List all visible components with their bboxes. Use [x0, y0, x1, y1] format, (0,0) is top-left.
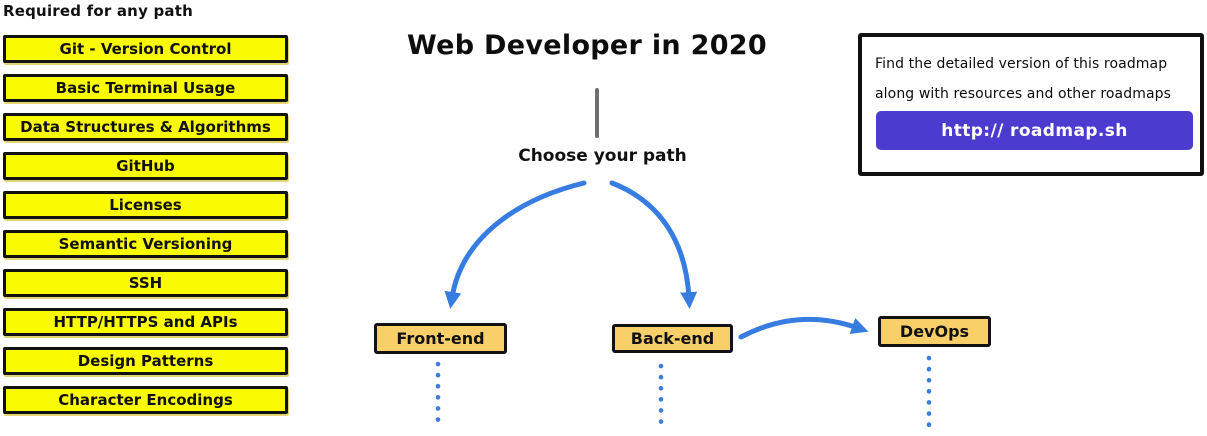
required-topics-list: Git - Version Control Basic Terminal Usa…: [3, 35, 288, 414]
node-devops[interactable]: DevOps: [878, 316, 991, 347]
sidebar-heading: Required for any path: [3, 2, 193, 20]
info-text-line2: along with resources and other roadmaps: [875, 86, 1172, 102]
topic-box-basic-terminal-usage[interactable]: Basic Terminal Usage: [3, 74, 288, 102]
topic-box-http-https-apis[interactable]: HTTP/HTTPS and APIs: [3, 308, 288, 336]
choose-path-label: Choose your path: [518, 146, 687, 166]
roadmap-sh-link-button[interactable]: http:// roadmap.sh: [876, 111, 1193, 150]
title-stem-line: [595, 88, 599, 138]
topic-box-ssh[interactable]: SSH: [3, 269, 288, 297]
info-text: Find the detailed version of this roadma…: [875, 49, 1201, 109]
roadmap-info-box: Find the detailed version of this roadma…: [858, 33, 1204, 176]
topic-box-design-patterns[interactable]: Design Patterns: [3, 347, 288, 375]
topic-box-licenses[interactable]: Licenses: [3, 191, 288, 219]
page-title: Web Developer in 2020: [407, 30, 767, 61]
topic-box-git-version-control[interactable]: Git - Version Control: [3, 35, 288, 63]
topic-box-semantic-versioning[interactable]: Semantic Versioning: [3, 230, 288, 258]
arrow-backend-to-devops: [738, 316, 869, 340]
topic-box-data-structures-algorithms[interactable]: Data Structures & Algorithms: [3, 113, 288, 141]
node-frontend[interactable]: Front-end: [374, 323, 507, 354]
topic-box-character-encodings[interactable]: Character Encodings: [3, 386, 288, 414]
arrow-choose-to-frontend: [444, 180, 587, 309]
node-backend[interactable]: Back-end: [612, 324, 733, 353]
info-text-line1: Find the detailed version of this roadma…: [875, 56, 1168, 72]
topic-box-github[interactable]: GitHub: [3, 152, 288, 180]
arrow-choose-to-backend: [609, 180, 698, 310]
